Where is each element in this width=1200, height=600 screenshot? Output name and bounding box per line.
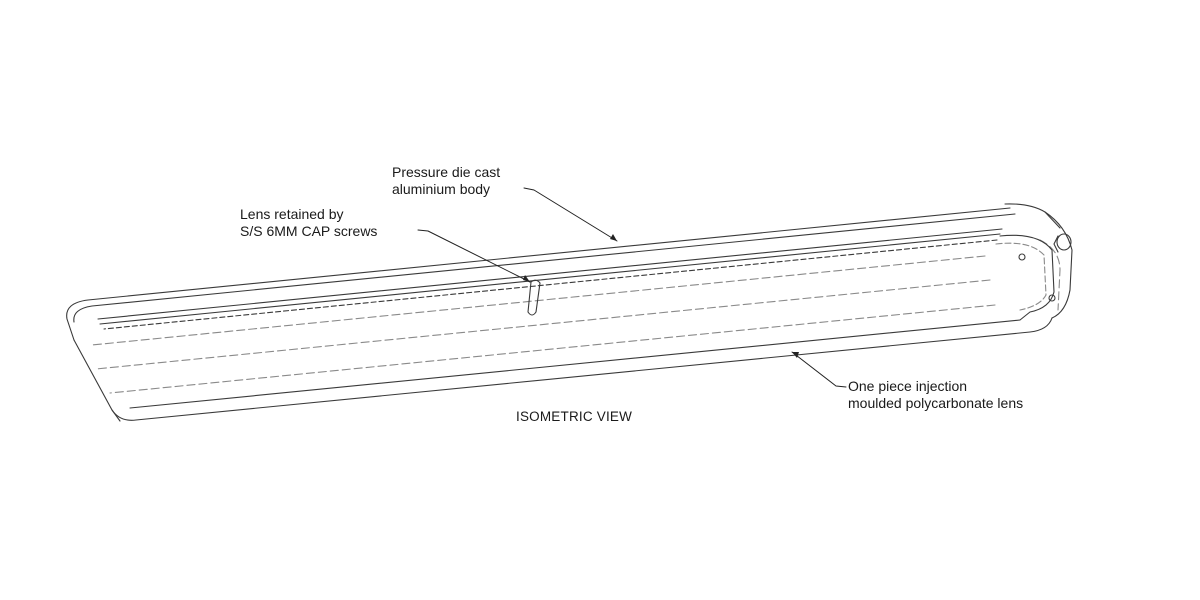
leader-screws — [417, 229, 531, 283]
cap-screw-clip — [527, 279, 541, 316]
arrow-body — [610, 234, 617, 241]
callout-lens-line2: moulded polycarbonate lens — [848, 395, 1024, 411]
rim-channel-2 — [99, 233, 1001, 325]
leader-lens — [791, 351, 847, 388]
cable-gland-body — [1053, 235, 1059, 253]
callout-screws-line1: Lens retained by — [240, 206, 344, 222]
end-screw-top — [1018, 253, 1026, 261]
callout-polycarbonate-lens: One piece injection moulded polycarbonat… — [848, 378, 1023, 412]
hidden-line-3 — [109, 304, 996, 394]
end-cap-face — [995, 242, 1047, 311]
callout-screws-line2: S/S 6MM CAP screws — [240, 223, 378, 239]
callout-lens-line1: One piece injection — [848, 378, 968, 394]
lens-front-edge — [129, 319, 1021, 409]
rim-channel-1 — [97, 228, 1003, 320]
body-rim-inner — [73, 213, 1016, 323]
end-cap-inner — [999, 234, 1055, 321]
lens-side-edge — [111, 409, 121, 422]
cable-gland — [1056, 233, 1072, 251]
callout-body-line2: aluminium body — [392, 181, 491, 197]
callout-cap-screws: Lens retained by S/S 6MM CAP screws — [240, 206, 377, 240]
leader-body — [523, 187, 618, 242]
body-rim-outer — [66, 207, 1011, 341]
body-top-ridge — [1004, 203, 1061, 229]
end-cap-outer — [1044, 211, 1073, 319]
rim-channel-3 — [103, 239, 998, 330]
end-screw-bottom — [1048, 294, 1056, 302]
view-title: ISOMETRIC VIEW — [516, 409, 633, 424]
callout-aluminium-body: Pressure die cast aluminium body — [392, 164, 500, 198]
arrow-lens — [792, 352, 799, 358]
hidden-line-2 — [95, 279, 991, 370]
callout-body-line1: Pressure die cast — [392, 164, 501, 180]
arrow-screws — [523, 275, 530, 282]
hidden-line-1 — [91, 255, 986, 346]
